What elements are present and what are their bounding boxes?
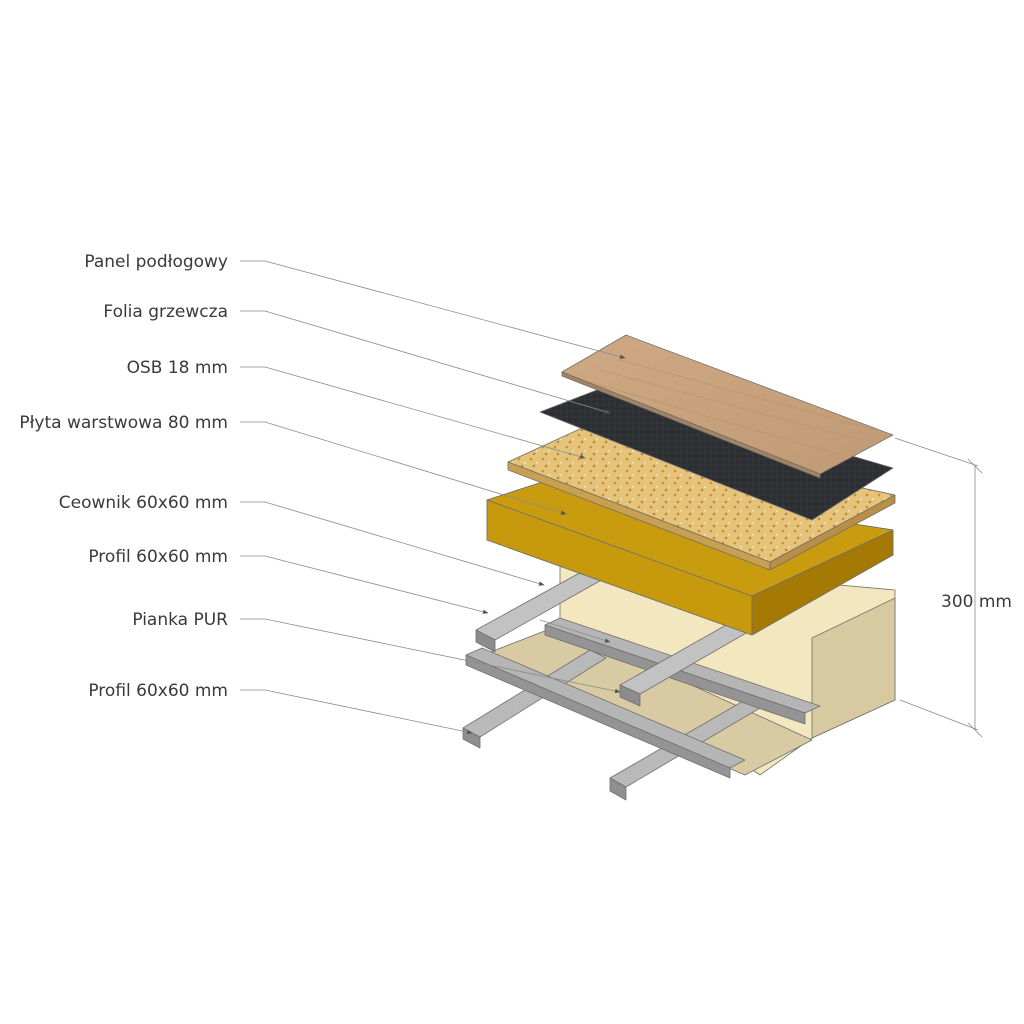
label-foil: Folia grzewcza (103, 302, 228, 322)
osb-board (507, 427, 896, 571)
layer-labels: Panel podłogowy Folia grzewcza OSB 18 mm… (19, 252, 228, 701)
dimension-300: 300 mm (894, 437, 1012, 738)
label-foam: Pianka PUR (132, 610, 228, 630)
pur-foam-block (469, 559, 896, 776)
label-channel: Ceownik 60x60 mm (59, 493, 228, 513)
upper-profile (465, 617, 821, 779)
dimension-label: 300 mm (941, 592, 1012, 612)
label-sandwich: Płyta warstwowa 80 mm (19, 413, 228, 433)
floor-panel (561, 334, 894, 479)
label-osb: OSB 18 mm (127, 358, 228, 378)
label-panel: Panel podłogowy (84, 252, 228, 272)
heating-foil (539, 384, 894, 521)
leader-lines (240, 260, 626, 735)
label-profile-lower: Profil 60x60 mm (88, 681, 228, 701)
label-profile-upper: Profil 60x60 mm (88, 547, 228, 567)
